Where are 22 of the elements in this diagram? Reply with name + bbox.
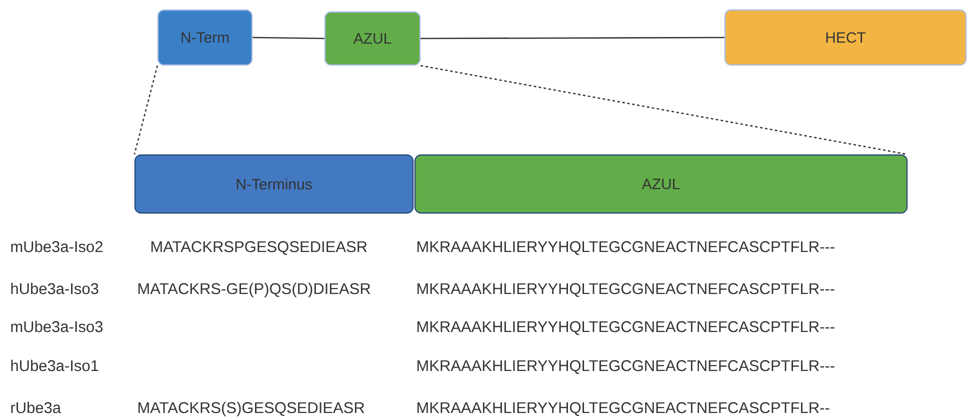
sequence-text: MKRAAAKHLIERYYHQLTEGCGNEACTNEFCASCPTFLR--- (417, 360, 834, 374)
domain-box: N-Term (157, 9, 253, 66)
domain-box: N-Terminus (134, 154, 414, 214)
sequence-text: MKRAAAKHLIERYYHQLTEGCGNEACTNEFCASCPTFLR--- (417, 321, 834, 335)
sequence-text: MATACKRS-GE(P)QS(D)DIEASR (138, 282, 370, 298)
isoform-name: mUbe3a-Iso2 (11, 240, 102, 252)
sequence-text: MKRAAAKHLIERYYHQLTEGCGNEACTNEFCASCPTFLR--- (417, 283, 834, 297)
sequence-text: MKRAAAKHLIERYYHQLTEGCGNEACTNEFCASCPTFLR-- (417, 402, 830, 416)
connector-line (252, 36, 324, 40)
domain-box: HECT (724, 9, 967, 66)
sequence-text: MATACKRSPGESQSEDIEASR (151, 241, 367, 255)
connector-line (420, 36, 724, 40)
isoform-name: hUbe3a-Iso3 (11, 282, 98, 294)
zoom-line (420, 64, 908, 156)
zoom-line (134, 65, 158, 155)
isoform-name: rUbe3a (11, 402, 62, 414)
domain-box: AZUL (324, 11, 421, 66)
domain-box: AZUL (414, 154, 908, 214)
sequence-text: MATACKRS(S)GESQSEDIEASR (138, 402, 364, 416)
isoform-name: mUbe3a-Iso3 (11, 320, 103, 332)
isoform-name: hUbe3a-Iso1 (11, 360, 98, 372)
sequence-text: MKRAAAKHLIERYYHQLTEGCGNEACTNEFCASCPTFLR--- (417, 241, 834, 255)
